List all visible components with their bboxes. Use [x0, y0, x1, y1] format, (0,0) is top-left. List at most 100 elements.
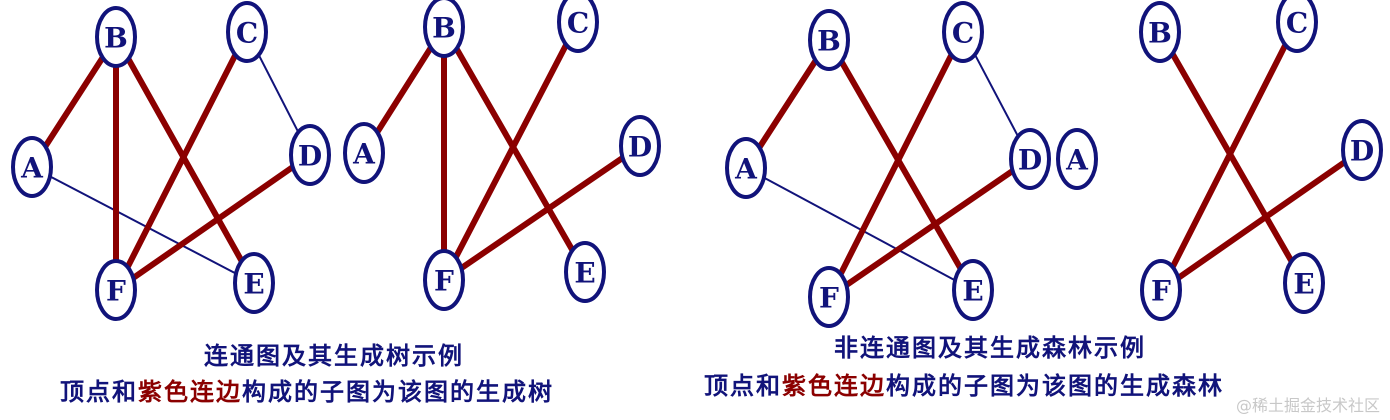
node-ellipse	[1009, 128, 1051, 190]
node-D: D	[1009, 128, 1051, 190]
edge-D-F-tree	[1175, 159, 1348, 281]
node-D: D	[1341, 119, 1383, 181]
node-ellipse	[343, 122, 385, 184]
node-label: B	[1148, 17, 1172, 50]
node-C: C	[1276, 0, 1318, 53]
edge-A-E	[763, 176, 956, 282]
node-ellipse	[564, 241, 606, 303]
node-ellipse	[1056, 128, 1098, 190]
edge-B-E-tree	[838, 58, 964, 272]
node-C: C	[226, 1, 268, 63]
edge-B-E-tree	[1169, 50, 1295, 265]
node-F: F	[423, 249, 465, 311]
node-ellipse	[1276, 0, 1318, 53]
edge-C-D	[974, 54, 1019, 137]
node-ellipse	[808, 9, 850, 71]
node-label: C	[567, 7, 589, 40]
node-label: E	[962, 275, 983, 308]
node-B: B	[808, 9, 850, 71]
node-F: F	[808, 266, 850, 328]
connected-graph: A B C D E F	[11, 1, 331, 321]
left-caption-title: 连通图及其生成树示例	[204, 336, 464, 371]
node-label: A	[734, 153, 758, 186]
edge-C-F-tree	[837, 51, 955, 278]
node-D: D	[289, 124, 331, 186]
left-desc-before: 顶点和	[60, 378, 138, 406]
node-A: A	[725, 137, 767, 199]
node-label: D	[1350, 135, 1374, 168]
right-caption-description: 顶点和紫色连边构成的子图为该图的生成森林	[704, 366, 1224, 401]
node-F: F	[95, 259, 137, 321]
node-label: A	[1065, 144, 1089, 177]
left-desc-highlight: 紫色连边	[138, 378, 242, 406]
node-label: D	[1018, 144, 1042, 177]
node-ellipse	[233, 252, 275, 314]
node-B: B	[1139, 1, 1181, 63]
node-label: F	[106, 275, 126, 308]
right-caption-title: 非连通图及其生成森林示例	[834, 328, 1146, 363]
node-ellipse	[557, 0, 599, 53]
node-ellipse	[1283, 252, 1325, 314]
node-label: C	[1286, 7, 1308, 40]
edge-D-F-tree	[458, 154, 626, 272]
node-label: E	[243, 268, 264, 301]
node-A: A	[1056, 128, 1098, 190]
edge-A-E	[49, 175, 237, 275]
edge-C-F-tree	[124, 51, 239, 271]
node-E: E	[1283, 252, 1325, 314]
edge-D-F-tree	[130, 164, 296, 281]
node-D: D	[619, 115, 661, 177]
node-E: E	[564, 241, 606, 303]
node-ellipse	[952, 259, 994, 321]
node-label: F	[1151, 275, 1171, 308]
node-label: F	[819, 282, 839, 315]
node-ellipse	[289, 124, 331, 186]
left-desc-after: 构成的子图为该图的生成树	[242, 378, 554, 406]
node-ellipse	[619, 115, 661, 177]
node-A: A	[343, 122, 385, 184]
edge-D-F-tree	[843, 167, 1016, 289]
node-B: B	[95, 6, 137, 68]
right-desc-before: 顶点和	[704, 372, 782, 400]
edge-C-F-tree	[1169, 41, 1289, 271]
node-B: B	[423, 0, 465, 58]
node-ellipse	[942, 1, 984, 63]
node-label: B	[104, 22, 128, 55]
watermark: @稀土掘金技术社区	[1235, 396, 1380, 415]
edge-C-D	[257, 54, 300, 133]
node-F: F	[1140, 259, 1182, 321]
node-ellipse	[1139, 1, 1181, 63]
node-ellipse	[423, 249, 465, 311]
node-label: C	[952, 17, 974, 50]
spanning-tree: A B C D E F	[343, 0, 661, 311]
node-label: E	[1293, 268, 1314, 301]
node-label: C	[236, 17, 258, 50]
node-ellipse	[95, 259, 137, 321]
node-label: B	[432, 12, 456, 45]
node-label: B	[817, 25, 841, 58]
disconnected-graph: A B C D E F	[725, 1, 1051, 328]
node-label: D	[298, 140, 322, 173]
right-desc-highlight: 紫色连边	[782, 372, 886, 400]
node-E: E	[952, 259, 994, 321]
node-ellipse	[808, 266, 850, 328]
node-ellipse	[725, 137, 767, 199]
spanning-forest: A B C D E F	[1056, 0, 1383, 321]
edge-C-F-tree	[452, 41, 570, 261]
node-label: A	[20, 152, 44, 185]
edge-A-B-tree	[374, 44, 434, 136]
node-ellipse	[423, 0, 465, 58]
node-E: E	[233, 252, 275, 314]
node-A: A	[11, 136, 53, 198]
edge-A-B-tree	[756, 57, 819, 151]
node-ellipse	[11, 136, 53, 198]
edge-A-B-tree	[42, 54, 106, 150]
node-label: A	[352, 138, 376, 171]
node-C: C	[557, 0, 599, 53]
node-label: E	[574, 257, 595, 290]
node-ellipse	[1140, 259, 1182, 321]
right-title-text: 非连通图及其生成森林示例	[834, 334, 1146, 362]
node-label: D	[628, 131, 652, 164]
node-ellipse	[226, 1, 268, 63]
